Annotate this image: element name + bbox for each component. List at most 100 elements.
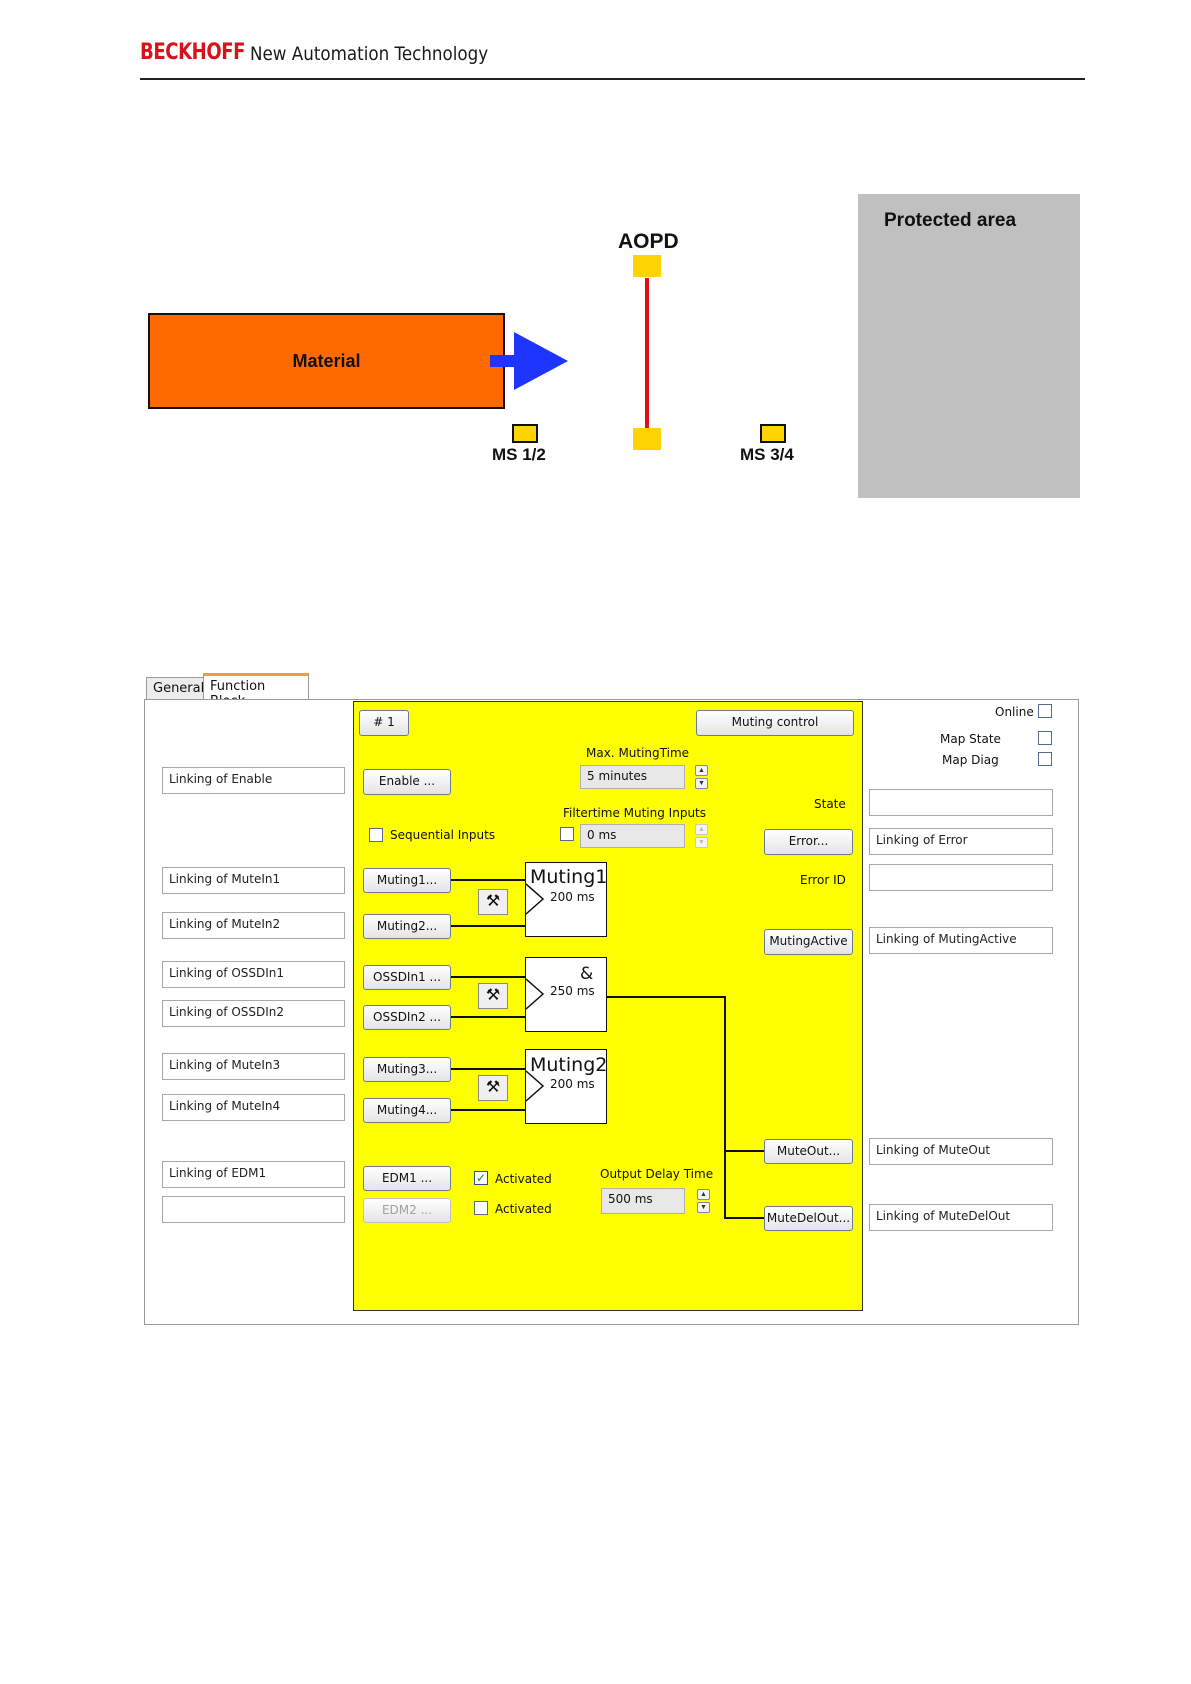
- tab-function-block[interactable]: Function Block: [203, 673, 309, 709]
- wire-output-bus: [724, 996, 726, 1218]
- sensor-label-3-4: MS 3/4: [740, 445, 794, 464]
- output-delay-label: Output Delay Time: [600, 1167, 714, 1181]
- block-number-button[interactable]: # 1: [359, 710, 409, 736]
- muting1-block-time: 200 ms: [550, 890, 595, 904]
- map-diag-label: Map Diag: [942, 753, 999, 767]
- protected-area-zone: [858, 194, 1080, 498]
- ossd-settings-icon[interactable]: ⚒: [478, 983, 508, 1009]
- link-edm2-field[interactable]: [162, 1196, 345, 1223]
- max-muting-time-spinner[interactable]: ▲▼: [695, 765, 710, 791]
- muting1-settings-icon[interactable]: ⚒: [478, 889, 508, 915]
- muting2-settings-icon[interactable]: ⚒: [478, 1075, 508, 1101]
- edm2-button: EDM2 ...: [363, 1198, 451, 1223]
- link-mutein3-field[interactable]: Linking of MuteIn3: [162, 1053, 345, 1080]
- wire-ossdin1: [451, 976, 525, 978]
- spin-down-icon[interactable]: ▼: [695, 778, 708, 789]
- spin-down-icon: ▼: [695, 837, 708, 848]
- spin-up-icon[interactable]: ▲: [695, 765, 708, 776]
- output-delay-spinner[interactable]: ▲▼: [697, 1189, 712, 1215]
- and-block-symbol: &: [580, 964, 594, 984]
- spin-up-icon[interactable]: ▲: [697, 1189, 710, 1200]
- filtertime-checkbox[interactable]: [560, 827, 574, 841]
- material-label: Material: [292, 351, 361, 371]
- aopd-emitter: [633, 255, 661, 277]
- link-muteout-field[interactable]: Linking of MuteOut: [869, 1138, 1053, 1165]
- map-diag-checkbox[interactable]: [1038, 752, 1052, 766]
- error-id-label: Error ID: [800, 873, 846, 887]
- link-enable-field[interactable]: Linking of Enable: [162, 767, 345, 794]
- link-mutein4-field[interactable]: Linking of MuteIn4: [162, 1094, 345, 1121]
- protected-area-label: Protected area: [884, 210, 1017, 231]
- muting1-block-title: Muting1: [530, 866, 608, 888]
- map-state-checkbox[interactable]: [1038, 731, 1052, 745]
- aopd-label: AOPD: [618, 230, 679, 253]
- direction-arrow-icon: [490, 332, 568, 390]
- link-ossdin1-field[interactable]: Linking of OSSDIn1: [162, 961, 345, 988]
- block-type-button[interactable]: Muting control: [696, 710, 854, 736]
- spin-down-icon[interactable]: ▼: [697, 1202, 710, 1213]
- muting2-block-time: 200 ms: [550, 1077, 595, 1091]
- material-block: [148, 313, 505, 409]
- muting4-button[interactable]: Muting4...: [363, 1098, 451, 1123]
- muting2-block-title: Muting2: [530, 1054, 608, 1076]
- muting-sensor-3-4: [760, 424, 786, 443]
- and-function-block[interactable]: [525, 957, 607, 1032]
- output-delay-input[interactable]: 500 ms: [601, 1188, 685, 1214]
- and-block-time: 250 ms: [550, 984, 595, 998]
- fb-input-chevron-icon: [525, 978, 545, 1010]
- muting1-button[interactable]: Muting1...: [363, 868, 451, 893]
- link-mutein2-field[interactable]: Linking of MuteIn2: [162, 912, 345, 939]
- edm1-button[interactable]: EDM1 ...: [363, 1166, 451, 1191]
- link-edm1-field[interactable]: Linking of EDM1: [162, 1161, 345, 1188]
- map-state-label: Map State: [940, 732, 1001, 746]
- error-button[interactable]: Error...: [764, 829, 853, 855]
- brand-tagline: New Automation Technology: [250, 43, 489, 65]
- brand-logo: BECKHOFF: [140, 40, 246, 65]
- muteout-button[interactable]: MuteOut...: [764, 1139, 853, 1164]
- sequential-inputs-label: Sequential Inputs: [390, 828, 496, 842]
- wire-muting4: [451, 1109, 525, 1111]
- link-error-field[interactable]: Linking of Error: [869, 828, 1053, 855]
- link-muting-active-field[interactable]: Linking of MutingActive: [869, 927, 1053, 954]
- filtertime-spinner: ▲▼: [695, 824, 710, 850]
- muting-sensor-1-2: [512, 424, 538, 443]
- edm2-activated-checkbox[interactable]: [474, 1201, 488, 1215]
- link-mutein1-field[interactable]: Linking of MuteIn1: [162, 867, 345, 894]
- muting1-function-block[interactable]: [525, 862, 607, 937]
- enable-button[interactable]: Enable ...: [363, 769, 451, 795]
- edm1-activated-label: Activated: [495, 1172, 552, 1186]
- wire-muting1: [451, 879, 525, 881]
- wire-and-output: [607, 996, 726, 998]
- filtertime-input[interactable]: 0 ms: [580, 824, 685, 848]
- muting-active-button[interactable]: MutingActive: [764, 929, 853, 955]
- mutedelout-button[interactable]: MuteDelOut...: [764, 1206, 853, 1231]
- aopd-receiver: [633, 428, 661, 450]
- online-checkbox[interactable]: [1038, 704, 1052, 718]
- muting2-button[interactable]: Muting2...: [363, 914, 451, 939]
- error-id-field: [869, 864, 1053, 891]
- state-label: State: [814, 797, 846, 811]
- fb-input-chevron-icon: [525, 1070, 545, 1102]
- tab-general[interactable]: General: [146, 677, 204, 700]
- link-ossdin2-field[interactable]: Linking of OSSDIn2: [162, 1000, 345, 1027]
- muting3-button[interactable]: Muting3...: [363, 1057, 451, 1082]
- edm1-activated-checkbox[interactable]: ✓: [474, 1171, 488, 1185]
- ossdin1-button[interactable]: OSSDIn1 ...: [363, 965, 451, 990]
- max-muting-time-label: Max. MutingTime: [586, 746, 690, 760]
- wire-ossdin2: [451, 1016, 525, 1018]
- ossdin2-button[interactable]: OSSDIn2 ...: [363, 1005, 451, 1030]
- spin-up-icon: ▲: [695, 824, 708, 835]
- sequential-inputs-checkbox[interactable]: [369, 828, 383, 842]
- edm2-activated-label: Activated: [495, 1202, 552, 1216]
- wire-muting2: [451, 925, 525, 927]
- wire-muting3: [451, 1068, 525, 1070]
- header-divider: [140, 78, 1085, 80]
- wire-muteout: [724, 1150, 764, 1152]
- link-mutedelout-field[interactable]: Linking of MuteDelOut: [869, 1204, 1053, 1231]
- filtertime-label: Filtertime Muting Inputs: [563, 806, 707, 820]
- state-field: [869, 789, 1053, 816]
- sensor-label-1-2: MS 1/2: [492, 445, 546, 464]
- max-muting-time-input[interactable]: 5 minutes: [580, 765, 685, 789]
- muting2-function-block[interactable]: [525, 1049, 607, 1124]
- fb-input-chevron-icon: [525, 883, 545, 915]
